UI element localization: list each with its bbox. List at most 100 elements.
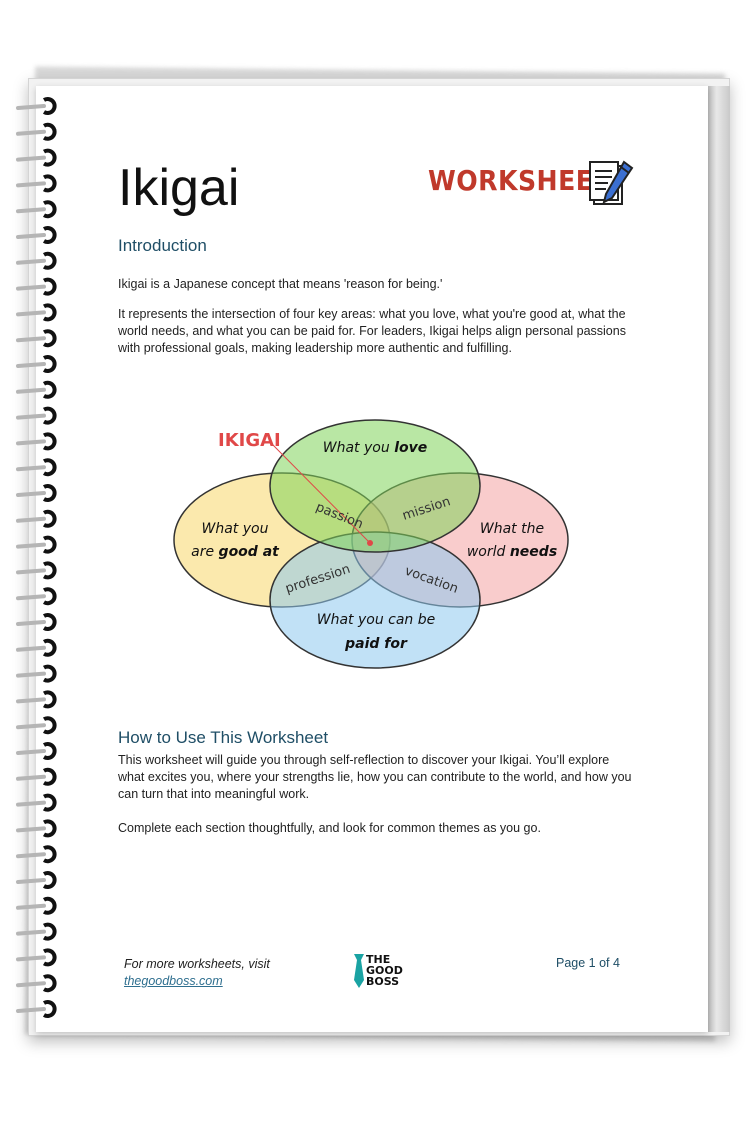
- spiral-wire: [16, 155, 46, 162]
- spiral-coil: [42, 509, 57, 528]
- spiral-wire: [16, 413, 46, 420]
- footer-link[interactable]: thegoodboss.com: [124, 974, 223, 988]
- spiral-coil: [42, 767, 57, 786]
- spiral-coil: [42, 948, 57, 967]
- how-to-heading: How to Use This Worksheet: [118, 728, 329, 747]
- label-paid-2: paid for: [344, 636, 408, 652]
- spiral-wire: [16, 181, 46, 188]
- spiral-wire: [16, 620, 46, 626]
- spiral-coil: [42, 561, 57, 580]
- spiral-wire: [16, 516, 46, 523]
- spiral-binding-icon: [16, 97, 57, 1018]
- spiral-coil: [42, 174, 57, 193]
- spiral-wire: [16, 878, 46, 884]
- spiral-wire: [16, 491, 46, 497]
- spiral-coil: [42, 638, 57, 657]
- spiral-coil: [42, 613, 57, 631]
- spiral-coil: [42, 226, 57, 244]
- spiral-wire: [16, 336, 46, 343]
- spiral-wire: [16, 284, 46, 291]
- spiral-coil: [42, 380, 57, 399]
- footer-more-worksheets: For more worksheets, visit thegoodboss.c…: [124, 956, 270, 990]
- footer-text: For more worksheets, visit: [124, 957, 270, 971]
- spiral-wire: [16, 800, 46, 807]
- spiral-wire: [16, 671, 46, 678]
- spiral-wire: [16, 104, 46, 110]
- spiral-wire: [16, 697, 46, 704]
- ikigai-venn-diagram: IKIGAI What you love What you are good a…: [173, 419, 569, 669]
- spiral-coil: [42, 819, 57, 838]
- spiral-coil: [42, 200, 57, 219]
- logo-line: GOOD: [366, 964, 403, 977]
- spiral-wire: [16, 1007, 46, 1013]
- logo-line: BOSS: [366, 975, 400, 988]
- how-to-paragraph-2: Complete each section thoughtfully, and …: [118, 821, 541, 835]
- spiral-wire: [16, 542, 46, 549]
- spiral-coil: [42, 664, 57, 683]
- spiral-coil: [42, 1000, 57, 1018]
- spiral-wire: [16, 258, 46, 265]
- spiral-coil: [42, 845, 57, 864]
- spiral-wire: [16, 439, 46, 446]
- spiral-coil: [42, 535, 57, 554]
- worksheet-label: WORKSHEET: [428, 164, 612, 197]
- spiral-coil: [42, 432, 57, 451]
- spiral-coil: [42, 458, 57, 477]
- intro-paragraph-1: Ikigai is a Japanese concept that means …: [118, 277, 443, 291]
- spiral-wire: [16, 826, 46, 833]
- spiral-coil: [42, 277, 57, 296]
- spiral-wire: [16, 207, 46, 214]
- tie-logo-icon: [354, 954, 364, 988]
- spiral-wire: [16, 568, 46, 575]
- spiral-wire: [16, 233, 46, 239]
- page-edge: [708, 86, 730, 1032]
- label-needs-2: world needs: [467, 544, 557, 560]
- spiral-wire: [16, 981, 46, 988]
- the-good-boss-logo: THE GOOD BOSS: [352, 954, 412, 990]
- ikigai-center-dot: [367, 540, 373, 546]
- spiral-coil: [42, 896, 57, 915]
- spiral-wire: [16, 955, 46, 962]
- spiral-coil: [42, 355, 57, 373]
- spiral-coil: [42, 974, 57, 993]
- logo-line: THE: [366, 953, 391, 966]
- spiral-coil: [42, 303, 57, 322]
- circle-love: [269, 419, 481, 553]
- spiral-coil: [42, 793, 57, 812]
- notepad-pen-icon: [589, 160, 634, 205]
- spiral-coil: [42, 690, 57, 709]
- how-to-paragraph-1: This worksheet will guide you through se…: [118, 753, 632, 801]
- spiral-coil: [42, 122, 57, 141]
- spiral-wire: [16, 645, 46, 652]
- spiral-coil: [42, 742, 57, 760]
- spiral-wire: [16, 852, 46, 859]
- spiral-wire: [16, 129, 46, 136]
- label-good-at-1: What you: [202, 521, 269, 537]
- spiral-coil: [42, 148, 57, 167]
- spiral-wire: [16, 749, 46, 755]
- intro-paragraph-2: It represents the intersection of four k…: [118, 307, 626, 355]
- spiral-coil: [42, 871, 57, 889]
- spiral-wire: [16, 594, 46, 601]
- logo-text: THE GOOD BOSS: [366, 954, 403, 987]
- spiral-coil: [42, 406, 57, 425]
- page-title: Ikigai: [118, 159, 240, 217]
- spiral-coil: [42, 716, 57, 735]
- page-number: Page 1 of 4: [556, 956, 620, 970]
- spiral-coil: [42, 484, 57, 502]
- label-paid-1: What you can be: [317, 612, 436, 628]
- introduction-heading: Introduction: [118, 236, 207, 255]
- spiral-wire: [16, 362, 46, 368]
- label-good-at-2: are good at: [191, 544, 280, 560]
- spiral-coil: [42, 251, 57, 270]
- spiral-coil: [42, 97, 57, 115]
- spiral-wire: [16, 929, 46, 936]
- spiral-wire: [16, 465, 46, 472]
- spiral-wire: [16, 774, 46, 781]
- ikigai-label: IKIGAI: [218, 430, 281, 451]
- ikigai-pointer-line: [271, 443, 371, 544]
- spiral-wire: [16, 903, 46, 910]
- spiral-coil: [42, 587, 57, 606]
- spiral-wire: [16, 310, 46, 317]
- spiral-wire: [16, 723, 46, 730]
